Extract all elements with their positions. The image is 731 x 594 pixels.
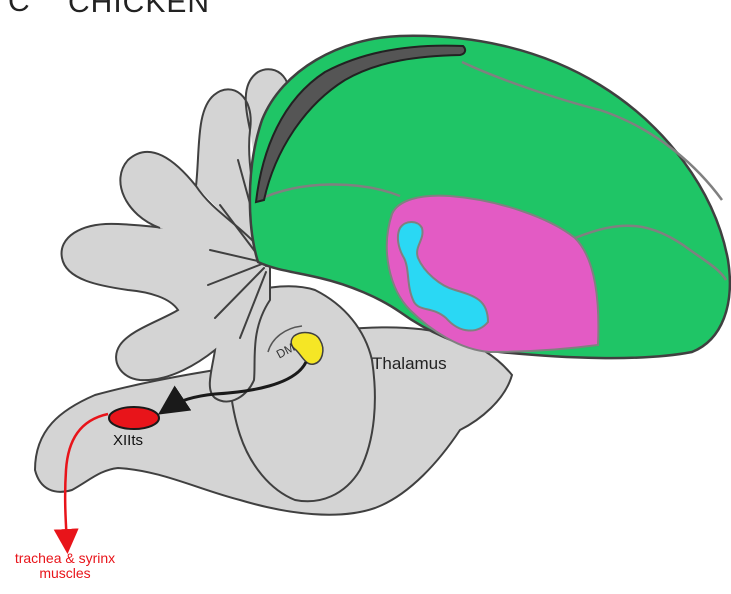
xiits-nucleus bbox=[109, 407, 159, 429]
output-target-label: trachea & syrinx muscles bbox=[0, 551, 130, 581]
xiits-label: XIIts bbox=[113, 432, 143, 449]
panel-title: CHICKEN bbox=[68, 0, 210, 20]
output-target-line1: trachea & syrinx bbox=[0, 551, 130, 566]
output-target-line2: muscles bbox=[0, 566, 130, 581]
thalamus-label: Thalamus bbox=[372, 354, 447, 374]
panel-letter: C bbox=[8, 0, 30, 19]
